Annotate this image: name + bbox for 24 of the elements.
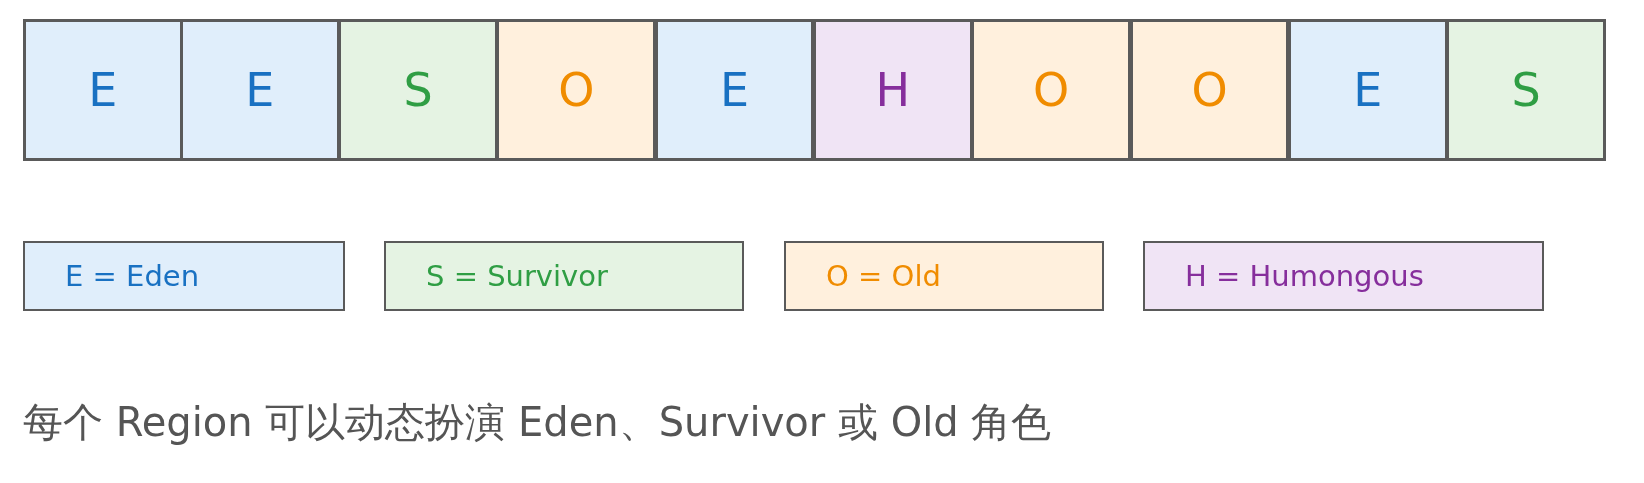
heap-region [1446, 19, 1606, 161]
legend-label: S = Survivor [426, 261, 608, 291]
region-letter: H [875, 67, 911, 113]
legend-label: H = Humongous [1185, 261, 1424, 291]
region-letter: E [88, 67, 118, 113]
heap-region [654, 19, 815, 161]
heap-region [971, 19, 1132, 161]
legend-label: O = Old [826, 261, 941, 291]
region-letter: S [403, 67, 433, 113]
region-letter: O [1191, 67, 1228, 113]
region-letter: E [245, 67, 275, 113]
heap-region [813, 19, 973, 161]
heap-region [1287, 19, 1448, 161]
legend-label: E = Eden [65, 261, 199, 291]
region-letter: O [1033, 67, 1070, 113]
region-letter: E [720, 67, 750, 113]
heap-region [338, 19, 498, 161]
region-letter: O [558, 67, 595, 113]
heap-region [23, 19, 183, 161]
region-letter: E [1353, 67, 1383, 113]
heap-region [1129, 19, 1290, 161]
region-letter: S [1511, 67, 1541, 113]
heap-region [496, 19, 657, 161]
caption: 每个 Region 可以动态扮演 Eden、Survivor 或 Old 角色 [23, 398, 1052, 446]
